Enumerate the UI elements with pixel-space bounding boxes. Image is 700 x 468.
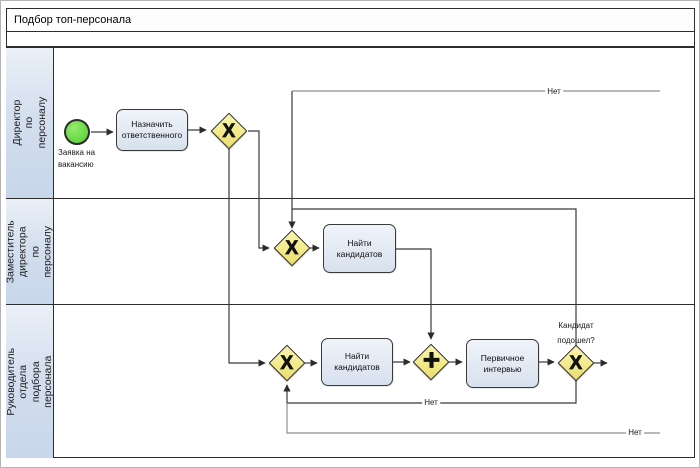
- task-assign-responsible-label: Назначить ответственного: [121, 119, 183, 140]
- task-assign-responsible[interactable]: Назначить ответственного: [116, 109, 188, 151]
- xor-gateway-icon: X: [222, 120, 236, 142]
- xor-gateway-icon: X: [280, 352, 294, 374]
- start-event-label: Заявка на вакансию: [58, 148, 96, 169]
- lane-director: Директор по персоналу: [6, 47, 695, 198]
- lane-head-of-recruitment: Руководитель отдела подбора персонала: [6, 304, 695, 458]
- xor-gateway-icon: X: [569, 352, 583, 374]
- lane-deputy-label-strip: Заместитель директора по персоналу: [6, 199, 54, 304]
- xor-gateway-icon: X: [285, 237, 299, 259]
- pool-title: Подбор топ-персонала: [14, 14, 132, 26]
- pool-header-strip: [6, 32, 695, 47]
- task-find-candidates-deputy[interactable]: Найти кандидатов: [323, 224, 396, 273]
- lane-director-label: Директор по персоналу: [10, 97, 48, 149]
- task-find-candidates-head[interactable]: Найти кандидатов: [321, 338, 393, 386]
- task-initial-interview-label: Первичное интервью: [480, 352, 525, 374]
- pool-title-bar: Подбор топ-персонала: [6, 8, 695, 32]
- lane-deputy: Заместитель директора по персоналу: [6, 198, 695, 304]
- parallel-gateway-icon: +: [423, 343, 441, 378]
- task-find-candidates-head-label: Найти кандидатов: [334, 351, 380, 372]
- start-event[interactable]: [64, 119, 90, 145]
- task-initial-interview[interactable]: Первичное интервью: [466, 339, 539, 388]
- lane-head-label-strip: Руководитель отдела подбора персонала: [6, 305, 54, 458]
- lane-director-label-strip: Директор по персоналу: [6, 48, 54, 198]
- flow-label-no-middle: Нет: [422, 398, 440, 408]
- decision-gateway-label: Кандидат подошел?: [557, 321, 595, 346]
- flow-label-no-top: Нет: [545, 87, 563, 97]
- lane-head-label: Руководитель отдела подбора персонала: [6, 347, 54, 416]
- task-find-candidates-deputy-label: Найти кандидатов: [336, 237, 383, 259]
- lane-deputy-label: Заместитель директора по персоналу: [6, 220, 54, 283]
- flow-label-no-bottom: Нет: [626, 428, 644, 438]
